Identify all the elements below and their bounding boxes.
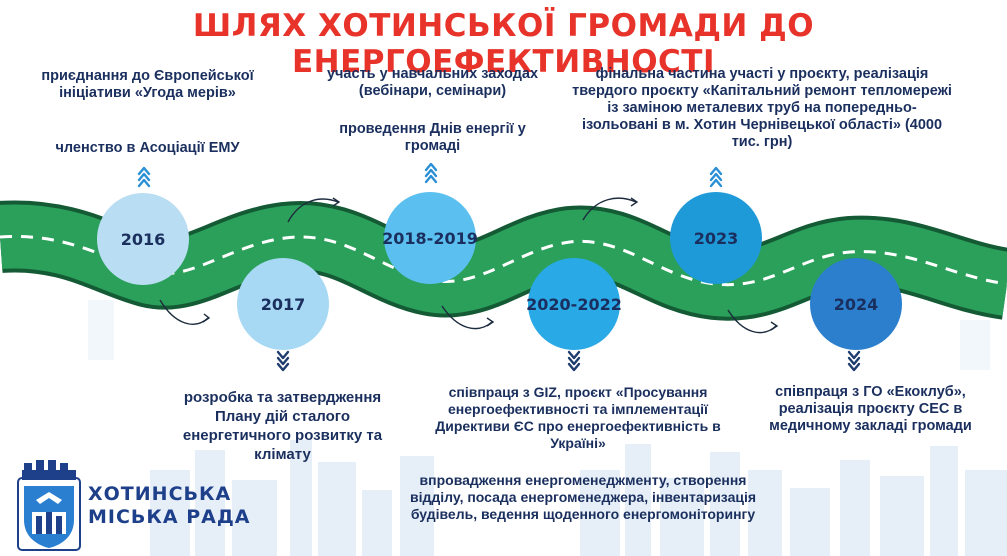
milestone-2024-text: співпраця з ГО «Екоклуб», реалізація про… bbox=[769, 384, 972, 434]
council-logo-text: ХОТИНСЬКА МІСЬКА РАДА bbox=[88, 483, 251, 529]
year-label-2016: 2016 bbox=[121, 230, 166, 249]
coat-of-arms-icon bbox=[17, 460, 81, 551]
year-circle-2017 bbox=[237, 258, 329, 350]
chevron-up-icon bbox=[709, 166, 723, 188]
year-circle-2016 bbox=[97, 193, 189, 285]
council-logo-line-1: ХОТИНСЬКА bbox=[88, 483, 232, 505]
milestone-2016-text-2: членство в Асоціації ЕМУ bbox=[55, 140, 240, 156]
year-circle-2020-2022 bbox=[528, 258, 620, 350]
milestone-2016-text-1: приєднання до Європейської ініціативи «У… bbox=[41, 68, 254, 101]
chevron-down-icon bbox=[276, 350, 290, 372]
year-label-2023: 2023 bbox=[694, 229, 739, 248]
year-label-2017: 2017 bbox=[261, 295, 306, 314]
chevron-markers bbox=[137, 162, 861, 372]
milestone-2023-text: фінальна частина участі у проєкту, реалі… bbox=[572, 66, 952, 150]
year-circles: 2016 2017 2018-2019 2020-2022 2023 2024 bbox=[97, 192, 902, 350]
page-title: ШЛЯХ ХОТИНСЬКОЇ ГРОМАДИ ДО ЕНЕРГОЕФЕКТИВ… bbox=[192, 8, 815, 80]
milestone-2020-2022-text-2: впровадження енергоменеджменту, створенн… bbox=[409, 472, 757, 522]
chevron-up-icon bbox=[424, 162, 438, 184]
chevron-down-icon bbox=[567, 350, 581, 372]
council-logo-line-2: МІСЬКА РАДА bbox=[88, 506, 251, 528]
chevron-down-icon bbox=[847, 350, 861, 372]
year-label-2018-2019: 2018-2019 bbox=[382, 229, 478, 248]
milestone-2017-text: розробка та затвердження Плану дій стало… bbox=[182, 389, 383, 463]
chevron-up-icon bbox=[137, 166, 151, 188]
year-label-2024: 2024 bbox=[834, 295, 879, 314]
milestone-2018-2019-text-2: проведення Днів енергії у громаді bbox=[339, 121, 526, 154]
city-skyline bbox=[88, 300, 1007, 556]
year-circle-2023 bbox=[670, 192, 762, 284]
milestone-2018-2019-text-1: участь у навчальних заходах (вебінари, с… bbox=[326, 66, 539, 99]
milestone-2020-2022-text-1: співпраця з GIZ, проєкт «Просування енер… bbox=[435, 384, 721, 451]
year-circle-2018-2019 bbox=[384, 192, 476, 284]
connector-arrows bbox=[159, 197, 779, 334]
year-circle-2024 bbox=[810, 258, 902, 350]
year-label-2020-2022: 2020-2022 bbox=[526, 295, 622, 314]
